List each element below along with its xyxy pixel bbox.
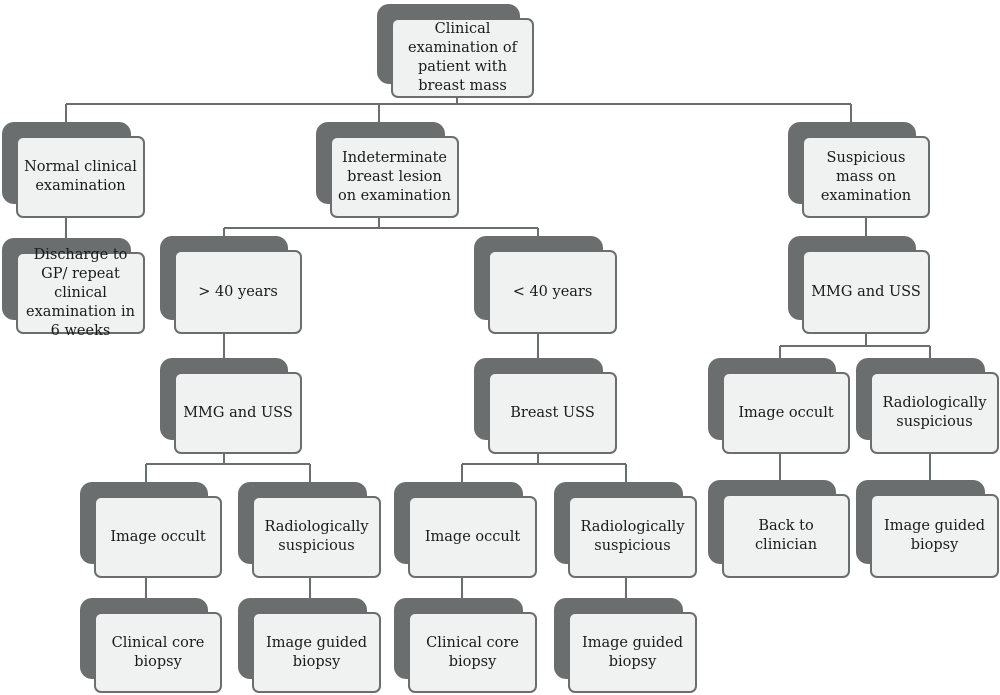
node-label: Breast USS <box>510 404 595 421</box>
node-label: Discharge to GP/ repeat clinical examina… <box>26 246 135 339</box>
node-root: Clinical examination of patient with bre… <box>377 4 534 98</box>
node-over-40-years: > 40 years <box>160 236 302 334</box>
node-box: Radiologically suspicious <box>870 372 999 454</box>
node-over40-image-guided-biopsy: Image guided biopsy <box>238 598 381 693</box>
node-label: Radiologically suspicious <box>264 519 369 554</box>
node-label: Clinical core biopsy <box>111 634 205 670</box>
node-suspicious-mass: Suspicious mass on examination <box>788 122 930 218</box>
node-under-40-years: < 40 years <box>474 236 617 334</box>
node-under40-image-guided-biopsy: Image guided biopsy <box>554 598 697 693</box>
node-label: Radiologically suspicious <box>882 395 987 430</box>
node-label: Indeterminate breast lesion on examinati… <box>338 149 451 204</box>
node-box: Radiologically suspicious <box>568 496 697 578</box>
node-box: Clinical core biopsy <box>94 612 222 693</box>
node-label: Suspicious mass on examination <box>820 149 912 204</box>
node-label: Image guided biopsy <box>266 634 367 670</box>
node-under40-radiologically-suspicious: Radiologically suspicious <box>554 482 697 578</box>
node-suspicious-image-occult: Image occult <box>708 358 850 454</box>
node-box: Image occult <box>408 496 537 578</box>
node-box: Normal clinical examination <box>16 136 145 218</box>
node-over40-radiologically-suspicious: Radiologically suspicious <box>238 482 381 578</box>
node-label: Clinical examination of patient with bre… <box>407 21 517 94</box>
node-label: Clinical core biopsy <box>426 634 519 670</box>
node-box: Discharge to GP/ repeat clinical examina… <box>16 247 145 339</box>
node-indeterminate-lesion: Indeterminate breast lesion on examinati… <box>316 122 459 218</box>
node-box: Image occult <box>94 496 222 578</box>
node-box: MMG and USS <box>174 372 302 454</box>
node-box: Back to clinician <box>722 494 850 578</box>
node-label: > 40 years <box>198 283 278 300</box>
node-label: MMG and USS <box>811 283 921 300</box>
node-suspicious-image-guided-biopsy: Image guided biopsy <box>856 480 999 578</box>
node-suspicious-imaging: MMG and USS <box>788 236 930 334</box>
node-box: MMG and USS <box>802 250 930 334</box>
node-label: Image guided biopsy <box>582 634 683 670</box>
node-box: > 40 years <box>174 250 302 334</box>
node-normal-examination: Normal clinical examination <box>2 122 145 218</box>
node-label: Image guided biopsy <box>884 518 985 553</box>
node-over40-image-occult: Image occult <box>80 482 222 578</box>
node-over40-imaging: MMG and USS <box>160 358 302 454</box>
node-box: < 40 years <box>488 250 617 334</box>
node-box: Image guided biopsy <box>252 612 381 693</box>
node-box: Image guided biopsy <box>568 612 697 693</box>
node-box: Radiologically suspicious <box>252 496 381 578</box>
node-box: Image occult <box>722 372 850 454</box>
node-label: Image occult <box>424 528 521 545</box>
node-label: Image occult <box>738 404 834 421</box>
node-label: < 40 years <box>512 283 593 300</box>
node-under40-imaging: Breast USS <box>474 358 617 454</box>
node-label: Normal clinical examination <box>24 159 137 194</box>
node-suspicious-radiologically-suspicious: Radiologically suspicious <box>856 358 999 454</box>
node-discharge-to-gp: Discharge to GP/ repeat clinical examina… <box>2 238 145 339</box>
node-over40-clinical-core-biopsy: Clinical core biopsy <box>80 598 222 693</box>
node-label: MMG and USS <box>183 404 293 421</box>
node-box: Indeterminate breast lesion on examinati… <box>330 136 459 218</box>
node-box: Image guided biopsy <box>870 494 999 578</box>
node-under40-image-occult: Image occult <box>394 482 537 578</box>
node-box: Breast USS <box>488 372 617 454</box>
node-box: Clinical examination of patient with bre… <box>391 18 534 98</box>
node-box: Clinical core biopsy <box>408 612 537 693</box>
node-box: Suspicious mass on examination <box>802 136 930 218</box>
node-under40-clinical-core-biopsy: Clinical core biopsy <box>394 598 537 693</box>
node-label: Back to clinician <box>754 518 818 553</box>
node-back-to-clinician: Back to clinician <box>708 480 850 578</box>
node-label: Radiologically suspicious <box>580 519 685 554</box>
node-label: Image occult <box>110 528 206 545</box>
